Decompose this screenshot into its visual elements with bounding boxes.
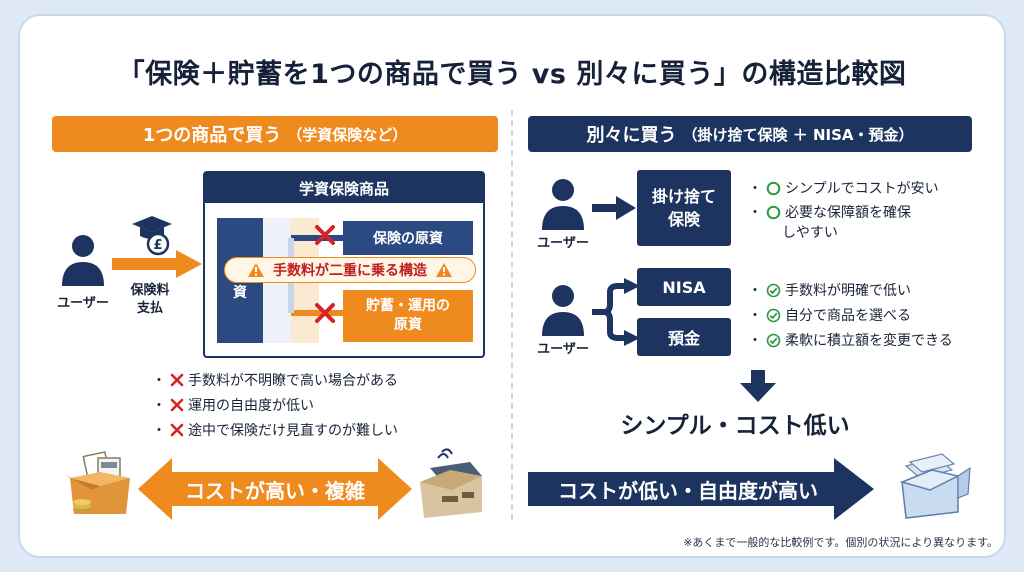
payment-label: 保険料 支払 bbox=[114, 282, 186, 318]
user-icon bbox=[62, 235, 104, 286]
page-title: 「保険＋貯蓄を1つの商品で買う vs 別々に買う」の構造比較図 bbox=[117, 59, 907, 90]
term-bullet-text: 必要な保障額を確保 bbox=[785, 205, 911, 221]
left-bullet-text: 手数料が不明瞭で高い場合がある bbox=[188, 373, 398, 389]
right-header-sub: （掛け捨て保険 ＋ NISA・預金） bbox=[682, 125, 914, 144]
list-item: ・ 手数料が明確で低い bbox=[748, 280, 953, 300]
term-insurance-box: 掛け捨て 保険 bbox=[637, 170, 731, 246]
left-header-main: 1つの商品で買う bbox=[142, 125, 282, 146]
list-item: ・ 自分で商品を選べる bbox=[748, 305, 953, 325]
warning-icon bbox=[436, 263, 452, 277]
list-item: ・ 途中で保険だけ見直すのが難しい bbox=[152, 420, 398, 440]
right-user-label-2: ユーザー bbox=[537, 342, 589, 357]
messy-box-icon bbox=[420, 448, 482, 518]
check-circle-icon bbox=[766, 333, 781, 347]
low-cost-label: コストが低い・自由度が高い bbox=[558, 478, 818, 503]
down-arrow-icon bbox=[740, 370, 776, 402]
cluttered-box-icon bbox=[64, 451, 130, 514]
left-bullet-text: 途中で保険だけ見直すのが難しい bbox=[188, 423, 398, 439]
left-user-label: ユーザー bbox=[57, 296, 109, 311]
payment-arrow bbox=[112, 250, 202, 278]
circle-icon bbox=[766, 205, 781, 219]
insurance-cost-box: 保険の原資 bbox=[343, 221, 473, 255]
payment-label-line2: 支払 bbox=[136, 301, 163, 317]
list-item: ・ 必要な保障額を確保 bbox=[748, 202, 939, 222]
high-cost-arrow bbox=[138, 458, 412, 520]
term-bullet-list: ・ シンプルでコストが安い ・ 必要な保障額を確保 しやすい bbox=[748, 178, 939, 242]
footnote: ※あくまで一般的な比較例です。個別の状況により異なります。 bbox=[683, 536, 998, 549]
left-bullet-list: ・ 手数料が不明瞭で高い場合がある ・ 運用の自由度が低い ・ 途中で保険だけ見… bbox=[152, 370, 398, 440]
term-bullet-text: シンプルでコストが安い bbox=[785, 181, 939, 197]
cross-icon bbox=[315, 225, 335, 245]
warning-icon bbox=[248, 263, 264, 277]
clean-box-icon bbox=[899, 453, 971, 519]
list-item: ・ シンプルでコストが安い bbox=[748, 178, 939, 198]
split-arrow bbox=[592, 278, 640, 346]
check-circle-icon bbox=[766, 308, 781, 322]
list-item: ・ 手数料が不明瞭で高い場合がある bbox=[152, 370, 398, 390]
cross-icon bbox=[315, 303, 335, 323]
term-box-line2: 保険 bbox=[667, 210, 700, 229]
term-bullet-text: しやすい bbox=[782, 225, 838, 241]
nisa-bullet-text: 柔軟に積立額を変更できる bbox=[785, 333, 953, 349]
nisa-bullet-list: ・ 手数料が明確で低い ・ 自分で商品を選べる ・ 柔軟に積立額を変更できる bbox=[748, 280, 953, 350]
circle-icon bbox=[766, 181, 781, 195]
right-header-main: 別々に買う bbox=[586, 125, 677, 146]
left-bullet-text: 運用の自由度が低い bbox=[188, 398, 314, 414]
product-title: 学資保険商品 bbox=[205, 173, 483, 203]
nisa-bullet-text: 手数料が明確で低い bbox=[785, 283, 911, 299]
cross-icon bbox=[170, 398, 184, 412]
saving-cost-box: 貯蓄・運用の 原資 bbox=[343, 290, 473, 342]
high-cost-label: コストが高い・複雑 bbox=[185, 478, 365, 503]
premium-bar-label: 資 bbox=[233, 284, 247, 301]
left-header: 1つの商品で買う （学資保険など） bbox=[52, 116, 498, 152]
cross-icon bbox=[170, 423, 184, 437]
deposit-box: 預金 bbox=[637, 318, 731, 356]
term-box-line1: 掛け捨て bbox=[651, 186, 716, 206]
double-fee-warning: 手数料が二重に乗る構造 bbox=[224, 257, 476, 283]
user-icon bbox=[542, 285, 584, 336]
user-icon bbox=[542, 179, 584, 230]
nisa-bullet-text: 自分で商品を選べる bbox=[785, 308, 911, 324]
saving-cost-line2: 原資 bbox=[394, 317, 422, 333]
list-item: しやすい bbox=[748, 222, 939, 242]
list-item: ・ 運用の自由度が低い bbox=[152, 395, 398, 415]
arrow-to-term-insurance bbox=[592, 196, 636, 220]
payment-label-line1: 保険料 bbox=[130, 283, 170, 298]
left-header-sub: （学資保険など） bbox=[287, 125, 408, 144]
right-user-label-1: ユーザー bbox=[537, 236, 589, 251]
nisa-box: NISA bbox=[637, 268, 731, 306]
right-header: 別々に買う （掛け捨て保険 ＋ NISA・預金） bbox=[528, 116, 972, 152]
low-cost-arrow bbox=[528, 458, 874, 520]
list-item: ・ 柔軟に積立額を変更できる bbox=[748, 330, 953, 350]
cross-icon bbox=[170, 373, 184, 387]
center-divider bbox=[511, 110, 513, 520]
saving-cost-line1: 貯蓄・運用の bbox=[366, 298, 450, 315]
right-summary: シンプル・コスト低い bbox=[620, 413, 850, 439]
svg-text:£: £ bbox=[153, 238, 162, 253]
warning-text: 手数料が二重に乗る構造 bbox=[273, 263, 427, 279]
graduation-cap-icon: £ bbox=[132, 216, 172, 256]
check-circle-icon bbox=[766, 283, 781, 297]
